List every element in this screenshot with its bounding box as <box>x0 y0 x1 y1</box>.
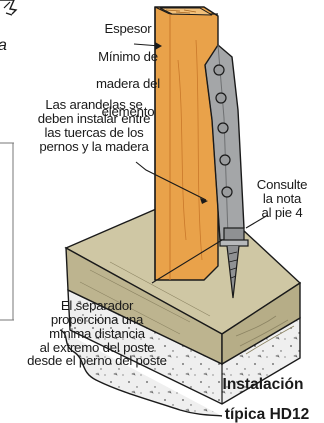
min-thickness-line-2: Mínimo de <box>98 48 158 64</box>
washer-instruction-label: Las arandelas se deben instalar entre la… <box>37 97 151 154</box>
anchor-bolt <box>226 245 240 299</box>
holdown-bracket <box>204 43 249 299</box>
cropped-letter-a: a <box>0 37 7 54</box>
caption-line-2: típica HD12 <box>224 406 310 423</box>
bolt-head-4 <box>219 154 231 166</box>
leader-arrowheads <box>155 42 208 204</box>
caption-line-1: Instalación <box>222 376 304 393</box>
footnote-reference-label: Consulte la nota al pie 4 <box>256 177 308 220</box>
cropped-corner-fragment <box>0 0 18 16</box>
bolt-head-2 <box>215 92 227 104</box>
min-thickness-line-4: elemento <box>101 104 155 120</box>
leader-spacer <box>151 239 223 284</box>
bolt-head-1 <box>213 64 225 76</box>
bolt-head-3 <box>217 122 229 134</box>
wood-post <box>154 6 219 281</box>
bolt-head-5 <box>221 186 233 198</box>
spacer-description-label: El separador proporciona una mínima dist… <box>27 298 167 369</box>
leader-washer <box>135 161 207 201</box>
min-thickness-label: Espesor Mínimo de madera del elemento <box>82 8 174 133</box>
min-thickness-line-3: madera del <box>96 76 160 92</box>
leader-note <box>245 214 269 229</box>
anchor-washer <box>219 239 249 247</box>
min-thickness-line-1: Espesor <box>104 20 152 36</box>
